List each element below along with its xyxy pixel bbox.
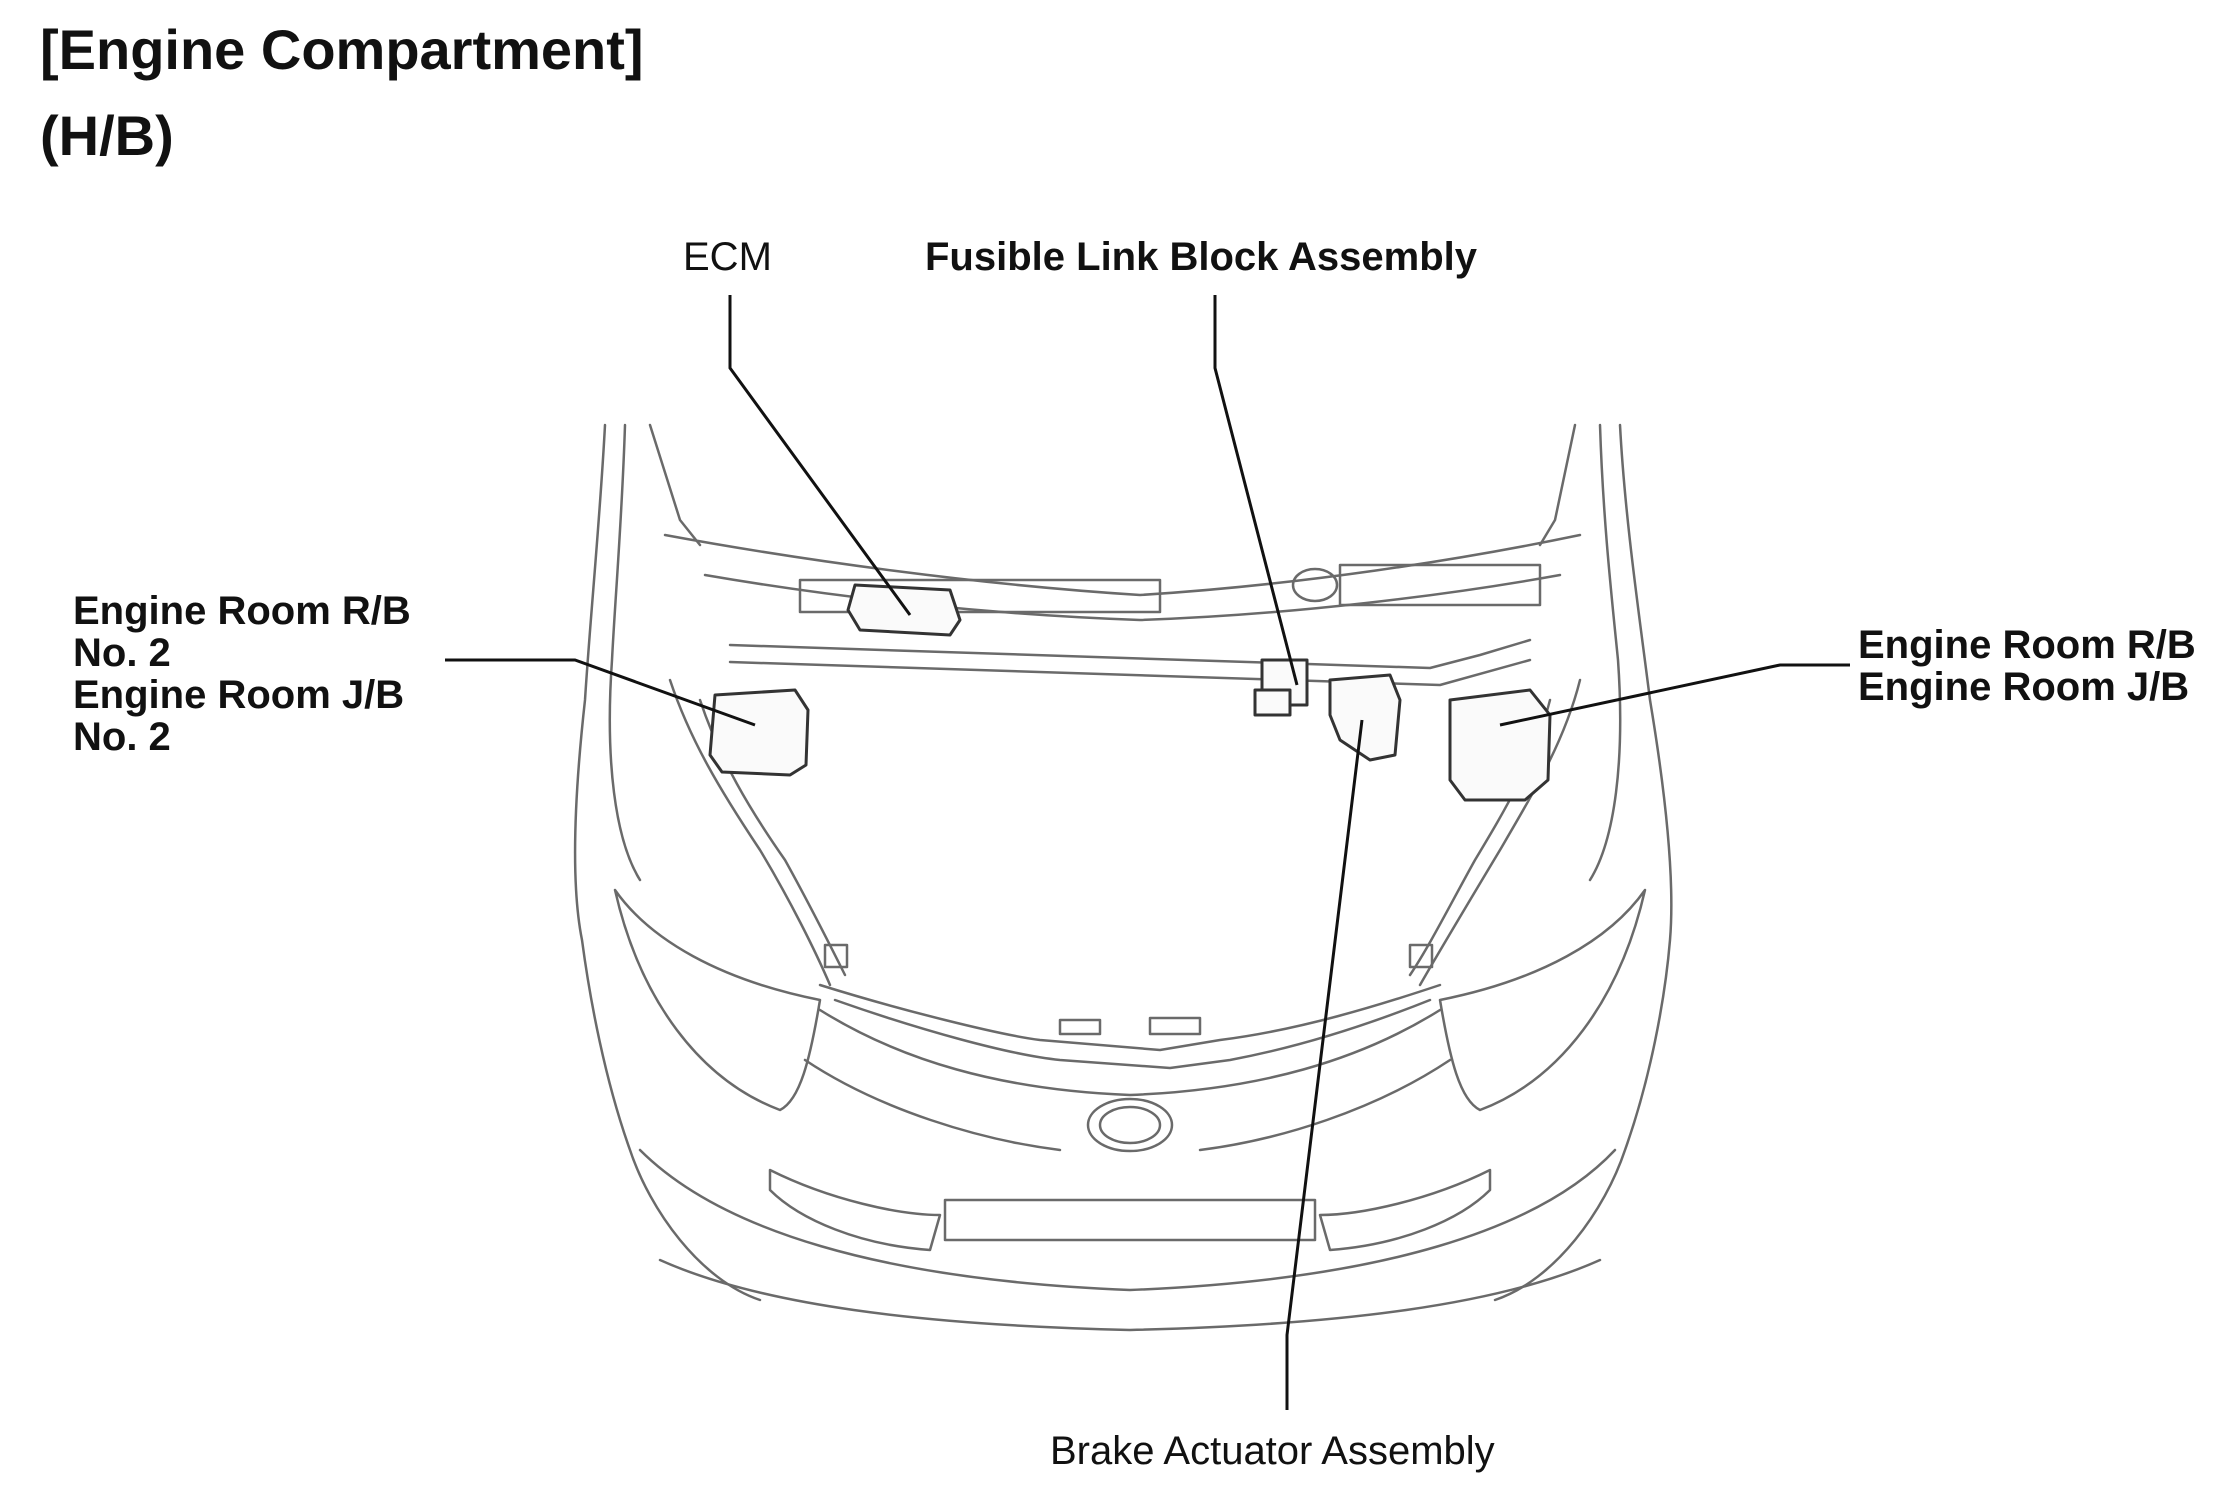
label-left-rb-no: No. 2: [73, 631, 171, 675]
engine-room-rb: [1448, 688, 1552, 802]
label-fusible-link-block: Fusible Link Block Assembly: [925, 235, 1478, 279]
left-fog-recess: [768, 1168, 942, 1252]
vehicle-outline: [573, 423, 1673, 1332]
right-apron: [1418, 678, 1582, 987]
bay-bracket-right: [1408, 943, 1434, 969]
page-title: [Engine Compartment]: [40, 18, 644, 81]
right-headlamp: [1438, 888, 1647, 1112]
hood-top-right: [1538, 423, 1577, 547]
bay-bracket-left: [823, 943, 849, 969]
label-ecm: ECM: [683, 235, 772, 279]
license-plate-area: [943, 1198, 1317, 1242]
left-apron: [668, 678, 832, 987]
page-subtitle: (H/B): [40, 104, 174, 167]
radiator-support: [818, 983, 1442, 1052]
body-right-side: [1493, 423, 1673, 1302]
emblem-inner: [1098, 1105, 1162, 1145]
label-left-jb: Engine Room J/B: [73, 673, 405, 717]
cowl-panel: [663, 533, 1582, 597]
reservoir-cap: [1291, 567, 1339, 603]
leader-right-rb: [1499, 663, 1850, 727]
leader-left-rb: [445, 658, 756, 727]
ecm-box: [846, 583, 962, 637]
body-left-inner: [608, 423, 642, 882]
upper-grille: [818, 1008, 1442, 1097]
engine-room-rb-no2: [708, 688, 810, 777]
label-left-jb-no: No. 2: [73, 715, 171, 759]
radiator-support-lower: [833, 998, 1432, 1070]
lower-bumper: [638, 1148, 1617, 1292]
grille-swoosh-left: [803, 1058, 1062, 1152]
left-headlamp: [613, 888, 822, 1112]
bay-bracket-center-1: [1058, 1018, 1102, 1036]
bumper-bottom: [658, 1258, 1602, 1332]
cowl-lower: [703, 573, 1562, 622]
fusible-link-block-base: [1253, 688, 1292, 717]
label-right-rb: Engine Room R/B: [1858, 623, 2196, 667]
cowl-slot-left: [798, 578, 1162, 614]
body-right-inner: [1588, 423, 1622, 882]
label-left-rb: Engine Room R/B: [73, 589, 411, 633]
label-right-jb: Engine Room J/B: [1858, 665, 2190, 709]
hood-top-left: [648, 423, 702, 547]
label-brake-actuator: Brake Actuator Assembly: [1050, 1429, 1495, 1473]
leader-lines: [445, 295, 1850, 1410]
brake-actuator: [1328, 673, 1402, 762]
leader-fusible-link: [1213, 295, 1299, 686]
leader-brake-actuator: [1285, 719, 1364, 1410]
leader-ecm: [728, 295, 912, 616]
cowl-slot-right: [1338, 563, 1542, 607]
firewall: [728, 638, 1532, 670]
components: [708, 583, 1552, 802]
bay-bracket-center-2: [1148, 1016, 1202, 1036]
firewall-lower: [728, 658, 1532, 687]
emblem: [1086, 1097, 1174, 1153]
grille-swoosh-right: [1198, 1058, 1452, 1152]
body-left-side: [573, 423, 762, 1302]
right-fog-recess: [1318, 1168, 1492, 1252]
